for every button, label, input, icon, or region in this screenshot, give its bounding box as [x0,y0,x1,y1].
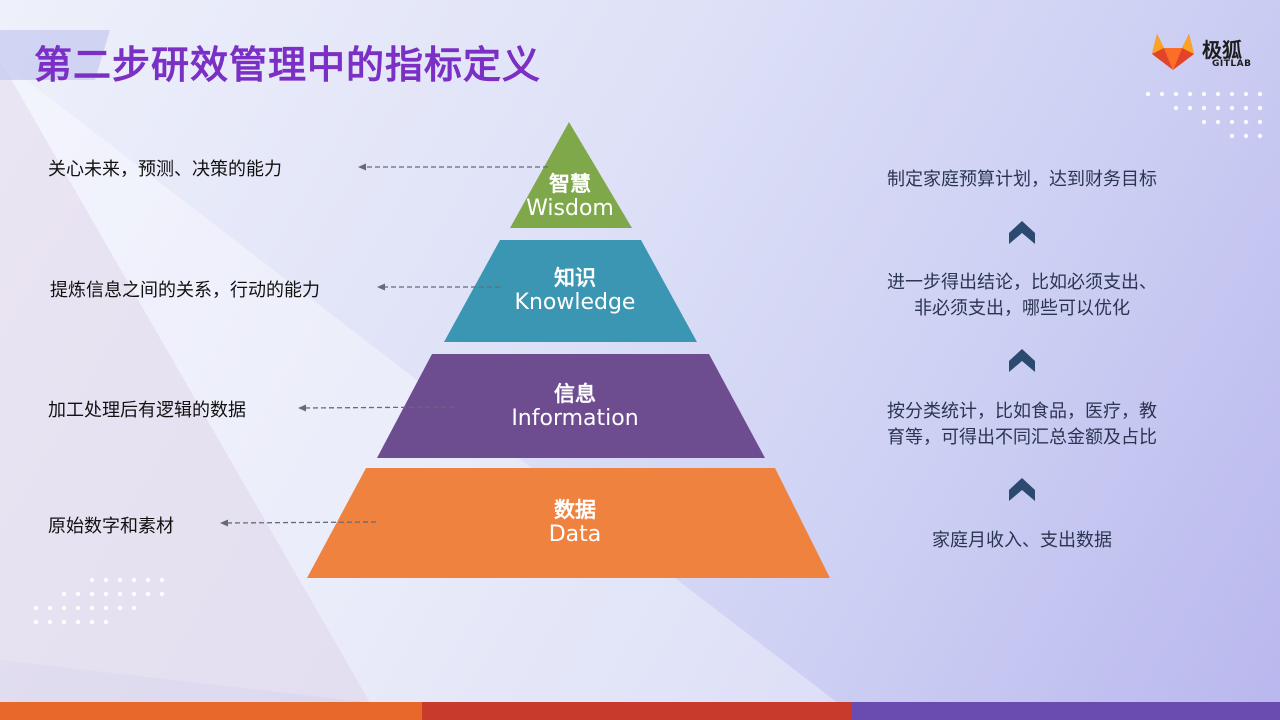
brand-name: 极狐 [1202,38,1242,62]
dot-grid-top-right [1145,91,1263,139]
left-label-information: 加工处理后有逻辑的数据 [48,400,246,421]
right-label-knowledge: 进一步得出结论，比如必须支出、 非必须支出，哪些可以优化 [842,270,1202,322]
connector-information [303,406,455,409]
left-label-knowledge: 提炼信息之间的关系，行动的能力 [50,280,320,301]
layer-label-data: 数据 Data [480,498,670,547]
arrowhead-data [220,519,228,527]
pyramid-layer-information [377,354,765,458]
layer-label-knowledge: 知识 Knowledge [480,266,670,315]
dot-grid-bottom-left [33,577,165,625]
layer-zh: 数据 [554,498,596,522]
layer-en: Information [511,406,639,432]
layer-label-information: 信息 Information [480,382,670,431]
page-title: 第二步研效管理中的指标定义 [34,43,542,87]
up-chevron-icon [1009,221,1035,244]
layer-zh: 智慧 [549,172,591,196]
up-chevron-icon [1009,349,1035,372]
layer-label-wisdom: 智慧 Wisdom [500,172,640,221]
right-label-wisdom: 制定家庭预算计划，达到财务目标 [842,167,1202,193]
right-label-line: 家庭月收入、支出数据 [932,530,1112,551]
right-label-line: 进一步得出结论，比如必须支出、 [887,272,1157,293]
layer-en: Wisdom [526,196,614,222]
layer-zh: 知识 [554,266,596,290]
right-label-line: 按分类统计，比如食品，医疗，教 [887,401,1157,422]
right-label-line: 非必须支出，哪些可以优化 [914,298,1130,320]
right-label-data: 家庭月收入、支出数据 [842,528,1202,554]
connector-data [225,521,377,524]
layer-en: Data [548,522,602,548]
left-label-data: 原始数字和素材 [48,516,174,537]
bottom-bar-purple [852,702,1280,720]
left-label-wisdom: 关心未来，预测、决策的能力 [48,159,282,180]
right-label-line: 育等，可得出不同汇总金额及占比 [887,427,1157,449]
layer-en: Knowledge [514,290,636,316]
arrowhead-wisdom [358,163,366,171]
right-label-line: 制定家庭预算计划，达到财务目标 [887,169,1157,190]
pyramid-layer-data [307,468,830,578]
pyramid-layer-wisdom [510,122,632,228]
brand-logo: 极狐 GITLAB [1150,30,1260,76]
arrowhead-knowledge [377,283,385,291]
layer-zh: 信息 [554,382,596,406]
arrowhead-information [298,404,306,412]
right-label-information: 按分类统计，比如食品，医疗，教 育等，可得出不同汇总金额及占比 [842,399,1202,451]
brand-subtitle: GITLAB [1212,59,1252,69]
fox-logo-icon [1152,34,1194,70]
up-chevron-icon [1009,478,1035,501]
bottom-bar-orange [0,702,422,720]
pyramid-layer-knowledge [444,240,697,342]
bottom-bar-red [422,702,852,720]
